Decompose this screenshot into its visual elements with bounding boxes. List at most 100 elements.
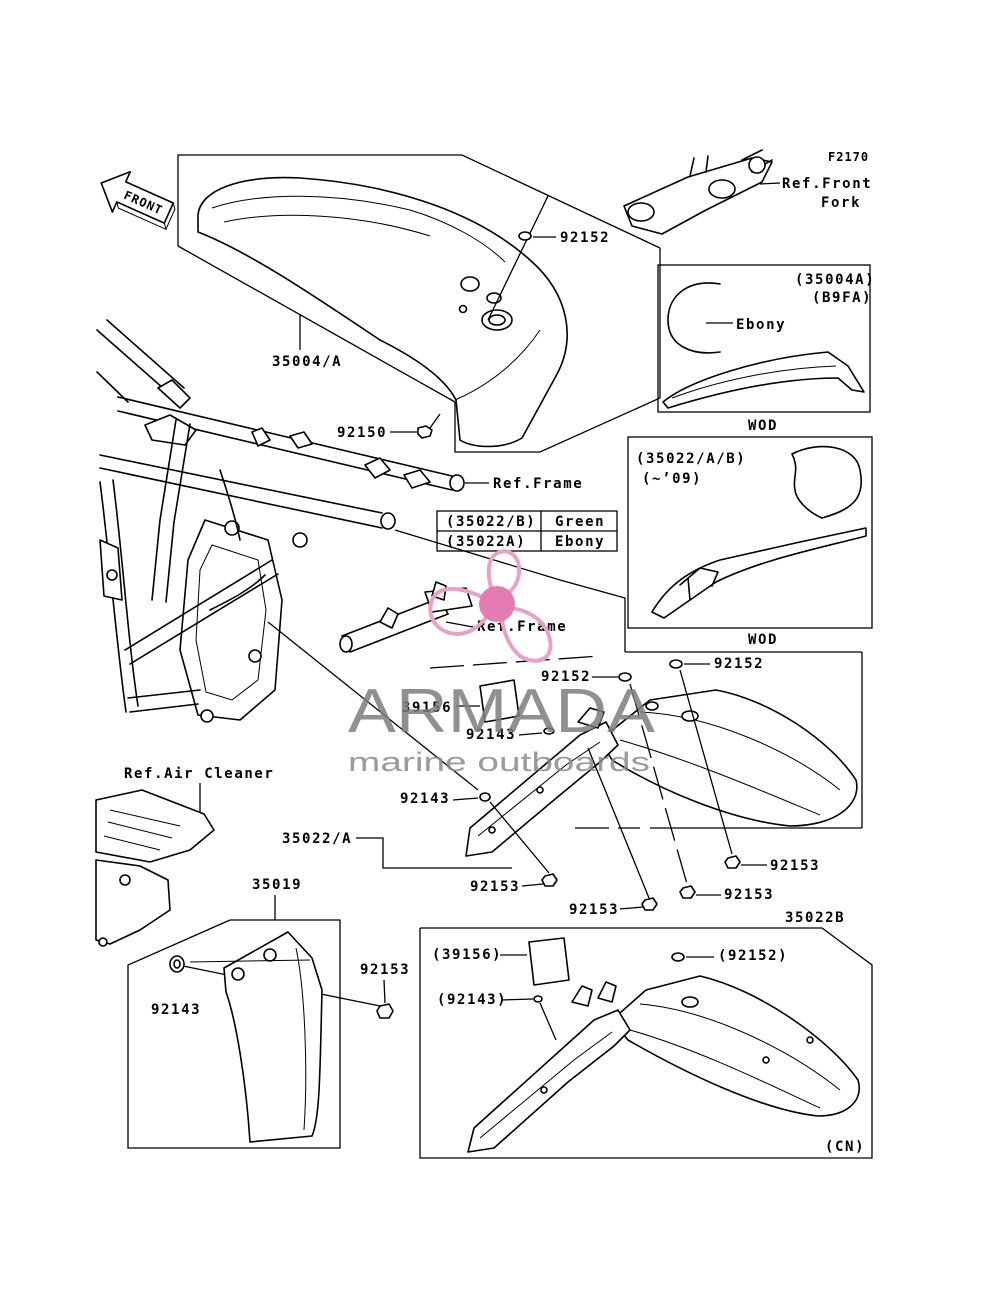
grommet-92143-upper: 92143 [466,727,555,743]
frame-lower-rail [99,454,383,529]
bolt-line-bottom [587,747,650,899]
callout-92153-right: 92153 [770,858,820,874]
bolt-92153-mid-shape [679,885,696,899]
callout-92153-bottom: 92153 [569,902,619,918]
callout-92153-left: 92153 [470,879,520,895]
fork-tube-right [708,179,736,199]
bolt-leader-lines [489,669,733,899]
grommet-92143-lower-shape [479,792,491,802]
bolt-92150: 92150 [337,413,441,441]
rear-fender-mount-hole-2 [645,701,659,711]
cn-bracket-hole [540,1086,548,1094]
front-fender-35004 [197,176,568,448]
front-fender-rib-2 [223,214,431,237]
washer-bolt-leader [487,195,549,321]
nut-92143-flap-hole [173,959,181,969]
frame-mount-bracket-1 [157,379,191,409]
ref-frame-lower: Ref.Frame [477,619,567,635]
color-table-row1-color: Green [555,514,605,530]
cn-grommet-92143 [533,995,543,1003]
fender-mount-hole-1 [460,276,480,292]
bolt-92153-bottom: 92153 [569,897,658,918]
fender-mount-hole-3 [458,304,468,314]
fork-tube-left [627,202,655,222]
front-fender-rib-1 [211,195,506,263]
leader-92143-lower [452,797,479,801]
bolt-92153-right-shape [724,855,741,869]
front-fender-rib-3 [454,329,541,401]
washer-92152-left-shape [618,672,632,682]
frame-cross-tube [124,559,279,665]
bolt-line-left [489,801,550,874]
air-cleaner-lower [95,859,171,945]
inset-rear-fender-box [627,436,873,629]
frame-top-rail-end [449,474,465,492]
air-cleaner-bolt-2 [98,937,108,947]
mud-flap-hole-1 [231,967,245,981]
cn-fender-hole-2 [806,1036,814,1044]
inset-front-fender-market: WOD [748,418,778,434]
rear-fender-leader-from-frame [394,529,626,652]
cn-fender-rib [629,1003,841,1109]
cn-license-tab-1 [571,985,593,1007]
inset-rear-fender-code: (35022/A/B) [636,451,746,467]
cn-callout-92143: (92143) [437,992,507,1008]
bolt-line-mid [629,683,688,885]
cn-callout-92152: (92152) [718,948,788,964]
cn-callout-39156: (39156) [432,947,502,963]
color-table-row1-code: (35022/B) [446,514,536,530]
callout-35022a: 35022/A [282,831,352,847]
mud-flap-top-tab [189,959,311,963]
inset-front-fender-wod: (35004A) (B9FA) Ebony WOD [657,264,874,434]
frame-downtube [99,479,139,713]
rear-fender-35022a [465,689,858,857]
frame-mount-bracket-6 [289,431,313,449]
fork-stem [748,156,766,174]
mud-flap-body [223,931,323,1143]
cn-leader-92143 [500,998,534,1001]
air-cleaner-bolt-1 [119,874,131,886]
color-table-row2-code: (35022A) [446,534,526,550]
air-cleaner-ribs [103,809,181,851]
bolt-92153-flap-shape [376,1003,394,1019]
frame-seat-tube [151,419,191,603]
frame-pivot-bolt-2 [292,532,308,548]
bolt-92153-left: 92153 [470,873,558,895]
watermark-brand: ARMADA [348,677,656,746]
license-tab [577,707,605,729]
front-fender-box-diagonal [177,245,456,403]
bracket-hole-1 [488,826,496,834]
callout-92143-upper: 92143 [466,727,516,743]
watermark-propeller-hub [479,586,515,622]
callout-92152-right: 92152 [714,656,764,672]
frame-to-rear-fender-line [267,621,479,791]
cn-fender-bracket-edge [479,1031,613,1139]
inset-rear-fender-bracket [679,567,719,601]
inset-rear-fender-top-view [791,445,862,519]
bolt-line-right [679,669,733,855]
washer-92152-right-shape [669,659,683,669]
callout-35019: 35019 [252,877,302,893]
ref-frame-lower-leader [445,621,474,628]
air-cleaner-box [95,789,215,863]
grommet-92143-lower: 92143 [400,791,491,807]
front-fork-reference: Ref.Front Fork [623,149,871,235]
reflector-39156: 39156 [402,679,520,723]
front-fender-box-right [454,248,661,453]
cn-rear-fender-35022b [467,975,860,1153]
mud-flap-35019 [189,931,323,1143]
callout-92153-flap: 92153 [360,962,410,978]
callout-92150: 92150 [337,425,387,441]
callout-35004a: 35004/A [272,354,342,370]
cn-grommet-line [539,1002,557,1041]
leader-92153-bottom [619,906,644,910]
front-fender-body [197,176,568,448]
nut-92143-flap: 92143 [151,955,200,1018]
callout-92152-left: 92152 [541,669,591,685]
frame-side-bolt [106,569,118,581]
callout-92143-lower: 92143 [400,791,450,807]
inset-front-fender-variant: (B9FA) [812,290,872,306]
bolt-92150-shank [429,413,441,429]
mud-flap-hole-2 [263,948,277,962]
callout-92152-front: 92152 [560,230,610,246]
